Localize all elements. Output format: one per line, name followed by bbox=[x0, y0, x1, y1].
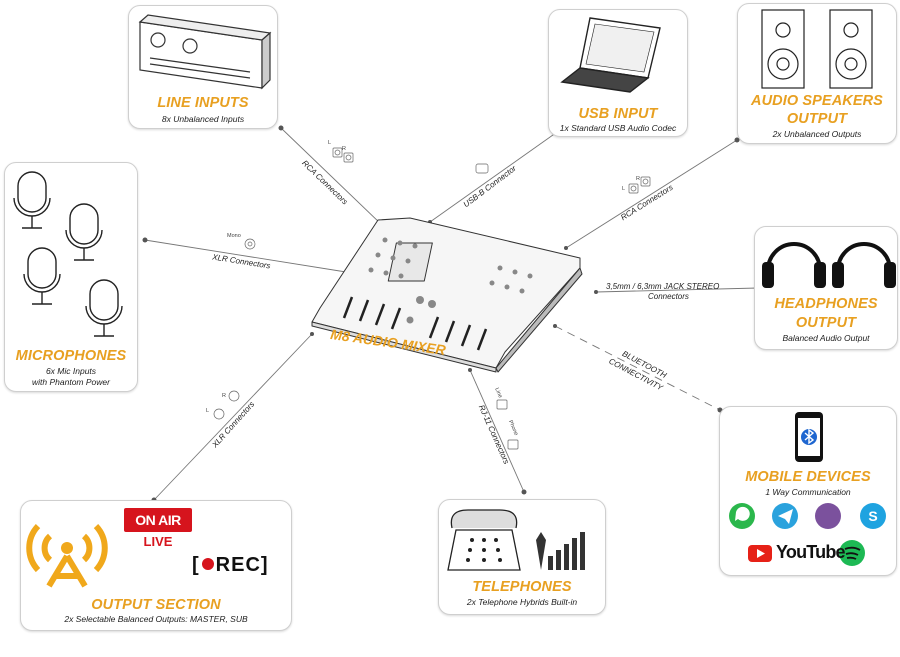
microphones-title: MICROPHONES bbox=[15, 348, 127, 364]
smartphone-icon bbox=[795, 412, 823, 462]
audio-speakers-sub: 2x Unbalanced Outputs bbox=[772, 129, 862, 139]
line-telephones bbox=[469, 369, 525, 493]
headphones-sub: Balanced Audio Output bbox=[782, 333, 870, 343]
output-section-box: OUTPUT SECTION 2x Selectable Balanced Ou… bbox=[20, 500, 292, 631]
jack-label-2: Connectors bbox=[648, 292, 689, 301]
xlr-out-l: L bbox=[206, 408, 210, 414]
telephone-icon bbox=[447, 509, 521, 571]
speaker-icon bbox=[761, 9, 873, 89]
mobile-devices-sub: 1 Way Communication bbox=[765, 487, 851, 497]
line-mics bbox=[144, 239, 347, 273]
rj11-icon bbox=[496, 399, 508, 410]
output-section-title: OUTPUT SECTION bbox=[91, 597, 221, 613]
audio-speakers-title-1: AUDIO SPEAKERS bbox=[751, 93, 883, 109]
output-section-sub: 2x Selectable Balanced Outputs: MASTER, … bbox=[64, 614, 248, 624]
youtube-wordmark: YouTube bbox=[776, 542, 846, 563]
jack-label-1: 3,5mm / 6,3mm JACK STEREO bbox=[606, 282, 720, 291]
line-usb bbox=[429, 129, 561, 223]
rca-spk-l: L bbox=[622, 186, 626, 192]
youtube-text: YouTube bbox=[776, 542, 846, 562]
viber-icon bbox=[815, 503, 841, 529]
microphone-icon bbox=[13, 171, 123, 337]
skype-icon bbox=[860, 503, 886, 529]
line-inputs-sub: 8x Unbalanced Inputs bbox=[161, 114, 245, 124]
telephones-sub: 2x Telephone Hybrids Built-in bbox=[466, 597, 578, 607]
on-air-badge: ON AIR bbox=[124, 508, 192, 532]
rec-text: REC bbox=[215, 554, 261, 576]
mixer-icon bbox=[311, 217, 583, 373]
rec-badge: [REC] bbox=[192, 554, 269, 576]
mono-label: Mono bbox=[227, 233, 241, 239]
headphones-icon bbox=[762, 242, 896, 288]
antenna-icon bbox=[26, 523, 108, 588]
svg-text:S: S bbox=[868, 508, 877, 524]
record-dot-icon bbox=[201, 558, 214, 570]
live-badge: LIVE bbox=[143, 534, 173, 549]
microphones-sub-1: 6x Mic Inputs bbox=[45, 366, 97, 376]
cd-player-icon bbox=[138, 14, 272, 90]
headphones-box: HEADPHONES OUTPUT Balanced Audio Output bbox=[754, 226, 898, 350]
xlr-out-r: R bbox=[222, 393, 226, 399]
line-output bbox=[153, 333, 313, 501]
bluetooth-icon bbox=[804, 428, 815, 445]
usb-b-icon bbox=[475, 163, 489, 174]
line-bluetooth bbox=[554, 325, 721, 411]
rca-line-l: L bbox=[328, 140, 332, 146]
headphones-title-1: HEADPHONES bbox=[774, 296, 878, 312]
usb-input-sub: 1x Standard USB Audio Codec bbox=[559, 123, 677, 133]
signal-icon bbox=[536, 532, 585, 570]
usb-input-title: USB INPUT bbox=[578, 106, 658, 122]
audio-speakers-title-2: OUTPUT bbox=[786, 111, 848, 127]
rca-spk-r: R bbox=[636, 176, 640, 182]
laptop-icon bbox=[560, 17, 661, 93]
rca-line-r: R bbox=[342, 146, 346, 152]
microphones-sub-2: with Phantom Power bbox=[32, 377, 110, 387]
line-inputs-title: LINE INPUTS bbox=[157, 95, 249, 111]
mobile-devices-title: MOBILE DEVICES bbox=[745, 469, 871, 485]
line-line-inputs bbox=[280, 127, 384, 227]
headphones-title-2: OUTPUT bbox=[795, 315, 857, 331]
line-headphones bbox=[595, 287, 759, 293]
line-speakers bbox=[565, 139, 738, 249]
telephones-title: TELEPHONES bbox=[472, 579, 572, 595]
